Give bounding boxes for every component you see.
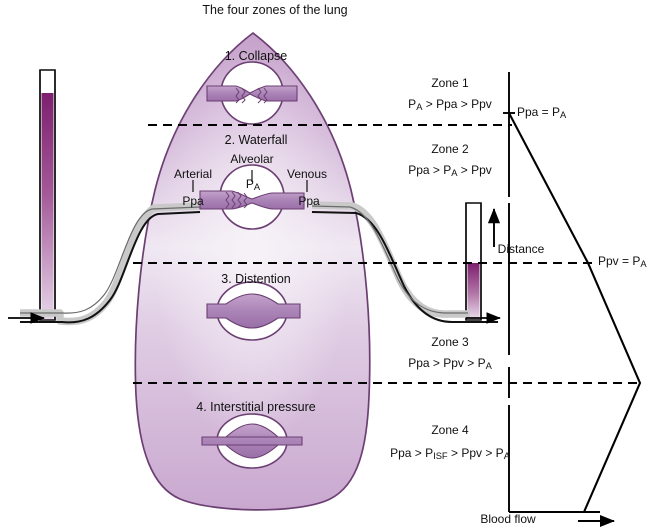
stage-label-distention: 3. Distention xyxy=(221,272,291,286)
callout-venous-pressure: Ppa xyxy=(298,194,320,208)
zone-1-name: Zone 1 xyxy=(431,76,469,90)
stage-label-collapse: 1. Collapse xyxy=(224,49,288,63)
zone-3-name: Zone 3 xyxy=(431,335,469,349)
x-axis-label-blood-flow: Blood flow xyxy=(480,512,536,526)
blood-flow-curve xyxy=(508,112,642,513)
zone-4-name: Zone 4 xyxy=(431,423,469,437)
alveolus-interstitial xyxy=(201,413,303,469)
stage-label-interstitial: 4. Interstitial pressure xyxy=(196,400,316,414)
alveolus-waterfall xyxy=(192,164,308,230)
zone-2-name: Zone 2 xyxy=(431,142,469,156)
z4-p1: > Ppv > P xyxy=(447,446,504,460)
lung-silhouette xyxy=(134,31,371,511)
callout-alveolar-pressure: PA xyxy=(245,177,261,193)
alveolus-distention xyxy=(206,281,301,341)
z2-p0: Ppa > P xyxy=(408,163,452,177)
z4-s1: A xyxy=(503,451,510,462)
y-axis-label-distance: Distance xyxy=(497,242,545,256)
z3-s0: A xyxy=(485,361,492,372)
z1-p0: P xyxy=(408,97,417,111)
arterial-inflow-tube xyxy=(8,202,201,326)
z3-p0: Ppa > Ppv > P xyxy=(408,356,486,370)
callout-arterial: Arterial xyxy=(173,167,213,181)
figure-title: The four zones of the lung xyxy=(202,3,348,17)
z2-p1: > Ppv xyxy=(457,163,492,177)
zone-2-equation: Ppa > PA > Ppv xyxy=(408,163,492,179)
stage-label-waterfall: 2. Waterfall xyxy=(224,133,288,147)
zone-boundary-lines xyxy=(133,123,639,385)
z4-p0: Ppa > P xyxy=(390,446,434,460)
z1-s0: A xyxy=(416,102,423,113)
venous-outflow-tube xyxy=(311,201,501,324)
ppa-eq-pa-base: Ppa = P xyxy=(517,105,561,119)
callout-venous: Venous xyxy=(286,167,328,181)
venous-manometer xyxy=(465,202,482,321)
z4-s0: ISF xyxy=(433,451,448,462)
ppa-eq-pa-sub: A xyxy=(560,110,567,121)
arterial-manometer xyxy=(39,69,56,321)
graph-label-ppv-eq-pa: Ppv = PA xyxy=(598,254,647,270)
callout-arterial-pressure: Ppa xyxy=(182,194,204,208)
z2-s0: A xyxy=(451,168,458,179)
zone-4-equation: Ppa > PISF > Ppv > PA xyxy=(390,446,510,462)
ppv-eq-pa-sub: A xyxy=(640,259,647,270)
graph-label-ppa-eq-pa: Ppa = PA xyxy=(517,105,567,121)
alveolar-pressure-base: P xyxy=(245,177,254,191)
callout-alveolar: Alveolar xyxy=(230,152,274,166)
ppv-eq-pa-base: Ppv = P xyxy=(598,254,641,268)
z1-p1: > Ppa > Ppv xyxy=(422,97,492,111)
zone-1-equation: PA > Ppa > Ppv xyxy=(408,97,492,113)
alveolar-pressure-subscript: A xyxy=(253,182,261,193)
alveolus-collapse xyxy=(206,61,298,125)
zone-3-equation: Ppa > Ppv > PA xyxy=(408,356,492,372)
graph-axes xyxy=(487,72,615,528)
